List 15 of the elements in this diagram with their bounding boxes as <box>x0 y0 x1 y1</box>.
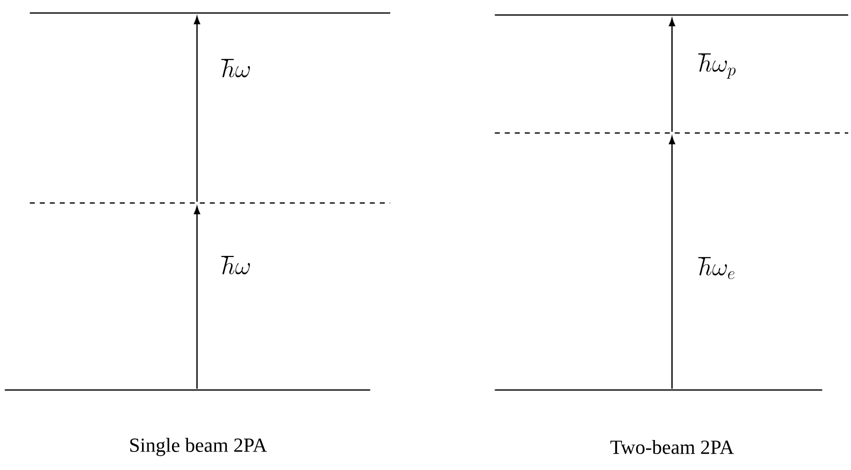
caption: Two-beam 2PA <box>610 440 734 454</box>
energy-level-line <box>30 12 390 14</box>
arrow <box>668 136 676 389</box>
arrow <box>668 18 676 132</box>
arrow <box>194 16 200 202</box>
arrow <box>194 206 200 389</box>
energy-level-line <box>4 389 370 391</box>
virtual-level-line <box>494 132 848 134</box>
energy-level-line <box>494 14 848 16</box>
energy-level-line <box>494 389 822 391</box>
caption: Single beam 2PA <box>130 438 267 456</box>
edge-label: $\hbar\omega$ <box>221 256 250 274</box>
edge-label: $\hbar\omega_p$ <box>698 53 736 79</box>
edge-label: $\hbar\omega$ <box>221 58 250 78</box>
edge-label: $\hbar\omega_e$ <box>698 257 735 280</box>
